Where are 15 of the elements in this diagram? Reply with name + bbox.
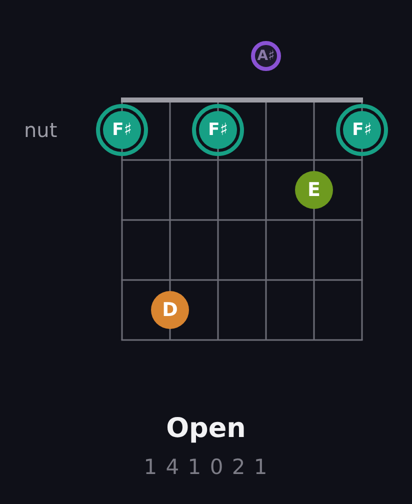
note-name: F♯ [352, 122, 372, 138]
chord-name: Open [165, 415, 247, 442]
fingering-numbers: 1 4 1 0 2 1 [142, 457, 270, 478]
note-marker [251, 41, 281, 71]
note-marker [336, 104, 388, 156]
note-name: A♯ [257, 49, 275, 63]
string-label: nut [24, 120, 58, 140]
note-marker [96, 104, 148, 156]
note-name: F♯ [208, 122, 228, 138]
note-name: F♯ [112, 122, 132, 138]
note-marker [295, 171, 333, 209]
note-name: D [162, 300, 178, 320]
note-marker [192, 104, 244, 156]
note-name: E [308, 180, 320, 200]
note-marker [151, 291, 189, 329]
